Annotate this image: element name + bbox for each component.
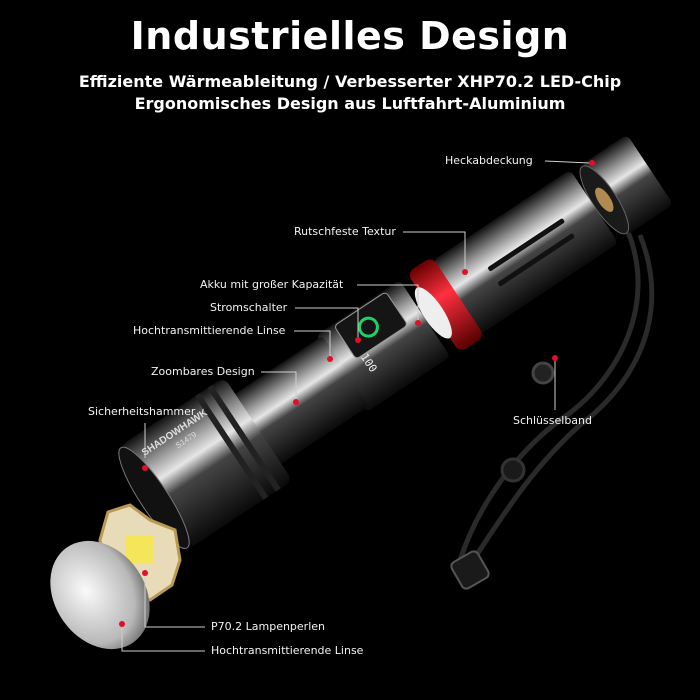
- label-lanyard: Schlüsselband: [513, 414, 592, 427]
- label-grip: Rutschfeste Textur: [294, 225, 396, 238]
- lanyard: [450, 223, 655, 590]
- flashlight-body: 100 SHADOWHAWK S1479: [118, 136, 672, 549]
- callout-dots: [119, 160, 595, 627]
- label-switch: Stromschalter: [210, 301, 288, 314]
- leader-lines: [121, 160, 591, 652]
- red-ring: [409, 259, 482, 350]
- label-battery: Akku mit großer Kapazität: [200, 278, 344, 291]
- label-zoom: Zoombares Design: [151, 365, 255, 378]
- subtitle-line-2: Ergonomisches Design aus Luftfahrt-Alumi…: [134, 94, 566, 113]
- label-tail-cap: Heckabdeckung: [445, 154, 533, 167]
- label-hammer: Sicherheitshammer: [88, 405, 196, 418]
- power-switch-icon[interactable]: [356, 315, 381, 340]
- switch-section: [318, 282, 449, 411]
- page-title: Industrielles Design: [130, 14, 570, 58]
- label-led: P70.2 Lampenperlen: [211, 620, 325, 633]
- label-front-lens: Hochtransmittierende Linse: [211, 644, 364, 657]
- label-display-lens: Hochtransmittierende Linse: [133, 324, 286, 337]
- front-lens: [50, 540, 150, 650]
- subtitle-line-1: Effiziente Wärmeableitung / Verbesserter…: [78, 72, 622, 91]
- zoom-neck: [232, 337, 368, 466]
- tail-cap: [579, 136, 672, 235]
- battery-tube: [434, 172, 617, 332]
